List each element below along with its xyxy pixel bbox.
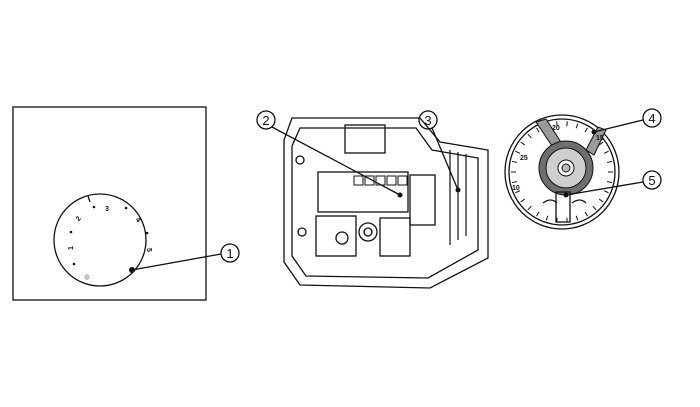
dial-tick bbox=[603, 190, 609, 194]
callout-4 bbox=[642, 108, 662, 128]
svg-text:25: 25 bbox=[520, 155, 528, 162]
dial-tick bbox=[536, 127, 540, 133]
svg-text:5: 5 bbox=[648, 173, 655, 188]
svg-text:3: 3 bbox=[424, 113, 431, 128]
dial-tick bbox=[512, 160, 518, 163]
dial-tick bbox=[520, 141, 526, 146]
svg-text:20: 20 bbox=[552, 125, 560, 132]
dial-label-2: 2 bbox=[75, 215, 83, 223]
dial-tick bbox=[584, 211, 588, 217]
svg-text:15: 15 bbox=[596, 135, 604, 142]
svg-text:2: 2 bbox=[262, 113, 269, 128]
callout-5 bbox=[642, 170, 662, 190]
callout-3 bbox=[418, 110, 438, 130]
dial-tick bbox=[598, 198, 604, 203]
snowflake-icon: ✲ bbox=[84, 273, 91, 282]
dial-tick bbox=[598, 141, 604, 146]
thermostat-front-view: 3 2 1 4 5 ✲ 1 bbox=[12, 106, 240, 301]
thermostat-base-view: 2 3 bbox=[256, 110, 489, 289]
setpoint-dial bbox=[53, 193, 147, 287]
dial-tick bbox=[536, 211, 540, 217]
base-outline bbox=[283, 117, 489, 289]
setpoint-limit-dial-view: 20 25 15 10 4 5 bbox=[504, 108, 662, 230]
dial-tick bbox=[566, 121, 568, 127]
dial-tick bbox=[606, 160, 612, 163]
dial-tick bbox=[527, 133, 532, 139]
dial-tick bbox=[606, 181, 612, 184]
svg-text:4: 4 bbox=[648, 111, 655, 126]
dial-label-1: 1 bbox=[68, 246, 75, 250]
dial-tick bbox=[575, 215, 579, 221]
dial-tick bbox=[545, 215, 549, 221]
dial-tick bbox=[592, 205, 597, 211]
callout-leader bbox=[131, 253, 222, 271]
dial-dots bbox=[69, 205, 149, 266]
dial-tick bbox=[556, 121, 558, 127]
terminal-block bbox=[317, 171, 409, 213]
svg-text:1: 1 bbox=[226, 246, 233, 261]
svg-text:10: 10 bbox=[512, 185, 520, 192]
dial-tick bbox=[512, 181, 518, 184]
dial-tick bbox=[515, 190, 521, 194]
dial-label-3: 3 bbox=[105, 206, 109, 213]
dial-tick bbox=[515, 150, 521, 154]
dial-label-4: 4 bbox=[134, 217, 142, 225]
callout-1 bbox=[220, 243, 240, 263]
dial-marker bbox=[87, 195, 91, 203]
housing-outline bbox=[12, 106, 207, 301]
callout-2 bbox=[256, 110, 276, 130]
dial-tick bbox=[603, 150, 609, 154]
dial-tick bbox=[584, 127, 588, 133]
dial-tick bbox=[527, 205, 532, 211]
dial-tick bbox=[575, 123, 579, 129]
dial-tick bbox=[520, 198, 526, 203]
dial-label-5: 5 bbox=[145, 248, 152, 252]
